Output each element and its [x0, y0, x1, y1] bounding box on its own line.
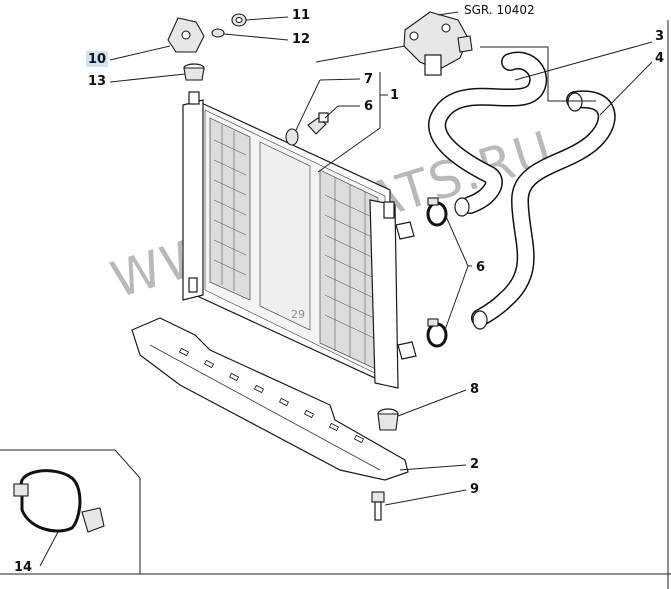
callout-10[interactable]: 10 [88, 52, 106, 67]
callout-2[interactable]: 2 [470, 457, 479, 472]
callout-6-lower[interactable]: 6 [476, 260, 485, 275]
callout-11[interactable]: 11 [292, 8, 310, 23]
svg-text:7: 7 [364, 72, 373, 87]
svg-text:13: 13 [88, 74, 106, 89]
svg-text:9: 9 [470, 482, 479, 497]
svg-text:14: 14 [14, 560, 32, 575]
svg-text:2: 2 [470, 457, 479, 472]
crossmember-holes [178, 347, 365, 444]
callout-7[interactable]: 7 [364, 72, 373, 87]
nut-11[interactable] [231, 13, 247, 27]
hose-clamp-upper[interactable] [426, 197, 448, 227]
svg-text:11: 11 [292, 8, 310, 23]
bolt-9[interactable] [371, 491, 385, 521]
callout-10-highlight [86, 51, 108, 67]
callout-1[interactable]: 1 [390, 88, 399, 103]
callout-13[interactable]: 13 [88, 74, 106, 89]
callout-12[interactable]: 12 [292, 32, 310, 47]
plug-7[interactable] [285, 128, 299, 146]
small-mark: 29 [291, 308, 305, 321]
radiator[interactable] [182, 91, 417, 389]
drawing-ref: SGR. 10402 [464, 3, 535, 17]
cap-13[interactable] [183, 63, 205, 81]
callout-labels: 11 12 10 13 7 6 1 3 4 6 8 2 9 14 SGR. 10… [14, 3, 664, 575]
callout-4[interactable]: 4 [655, 51, 664, 66]
hose-3[interactable] [428, 51, 548, 217]
bracket-10[interactable] [167, 17, 205, 53]
washer-12[interactable] [211, 28, 225, 38]
callout-6-upper[interactable]: 6 [364, 99, 373, 114]
svg-text:8: 8 [470, 382, 479, 397]
svg-text:6: 6 [476, 260, 485, 275]
hose-clamp-lower[interactable] [426, 318, 448, 348]
radiator-hatch-lines [213, 125, 375, 364]
crossmember-2[interactable] [131, 317, 409, 481]
clip-14[interactable] [13, 469, 105, 533]
callout-8[interactable]: 8 [470, 382, 479, 397]
thermostat-housing[interactable] [403, 11, 473, 76]
radiator-core-mesh [209, 117, 379, 371]
callout-9[interactable]: 9 [470, 482, 479, 497]
bleed-screw-6[interactable] [307, 112, 329, 135]
svg-text:6: 6 [364, 99, 373, 114]
leader-lines [39, 11, 653, 567]
svg-text:10: 10 [88, 52, 106, 67]
rubber-mount-8[interactable] [377, 408, 399, 431]
svg-text:4: 4 [655, 51, 664, 66]
inset-panel [0, 449, 141, 574]
callout-14[interactable]: 14 [14, 560, 32, 575]
callout-3[interactable]: 3 [655, 29, 664, 44]
svg-text:12: 12 [292, 32, 310, 47]
hose-4[interactable] [471, 90, 616, 330]
svg-text:1: 1 [390, 88, 399, 103]
svg-text:3: 3 [655, 29, 664, 44]
